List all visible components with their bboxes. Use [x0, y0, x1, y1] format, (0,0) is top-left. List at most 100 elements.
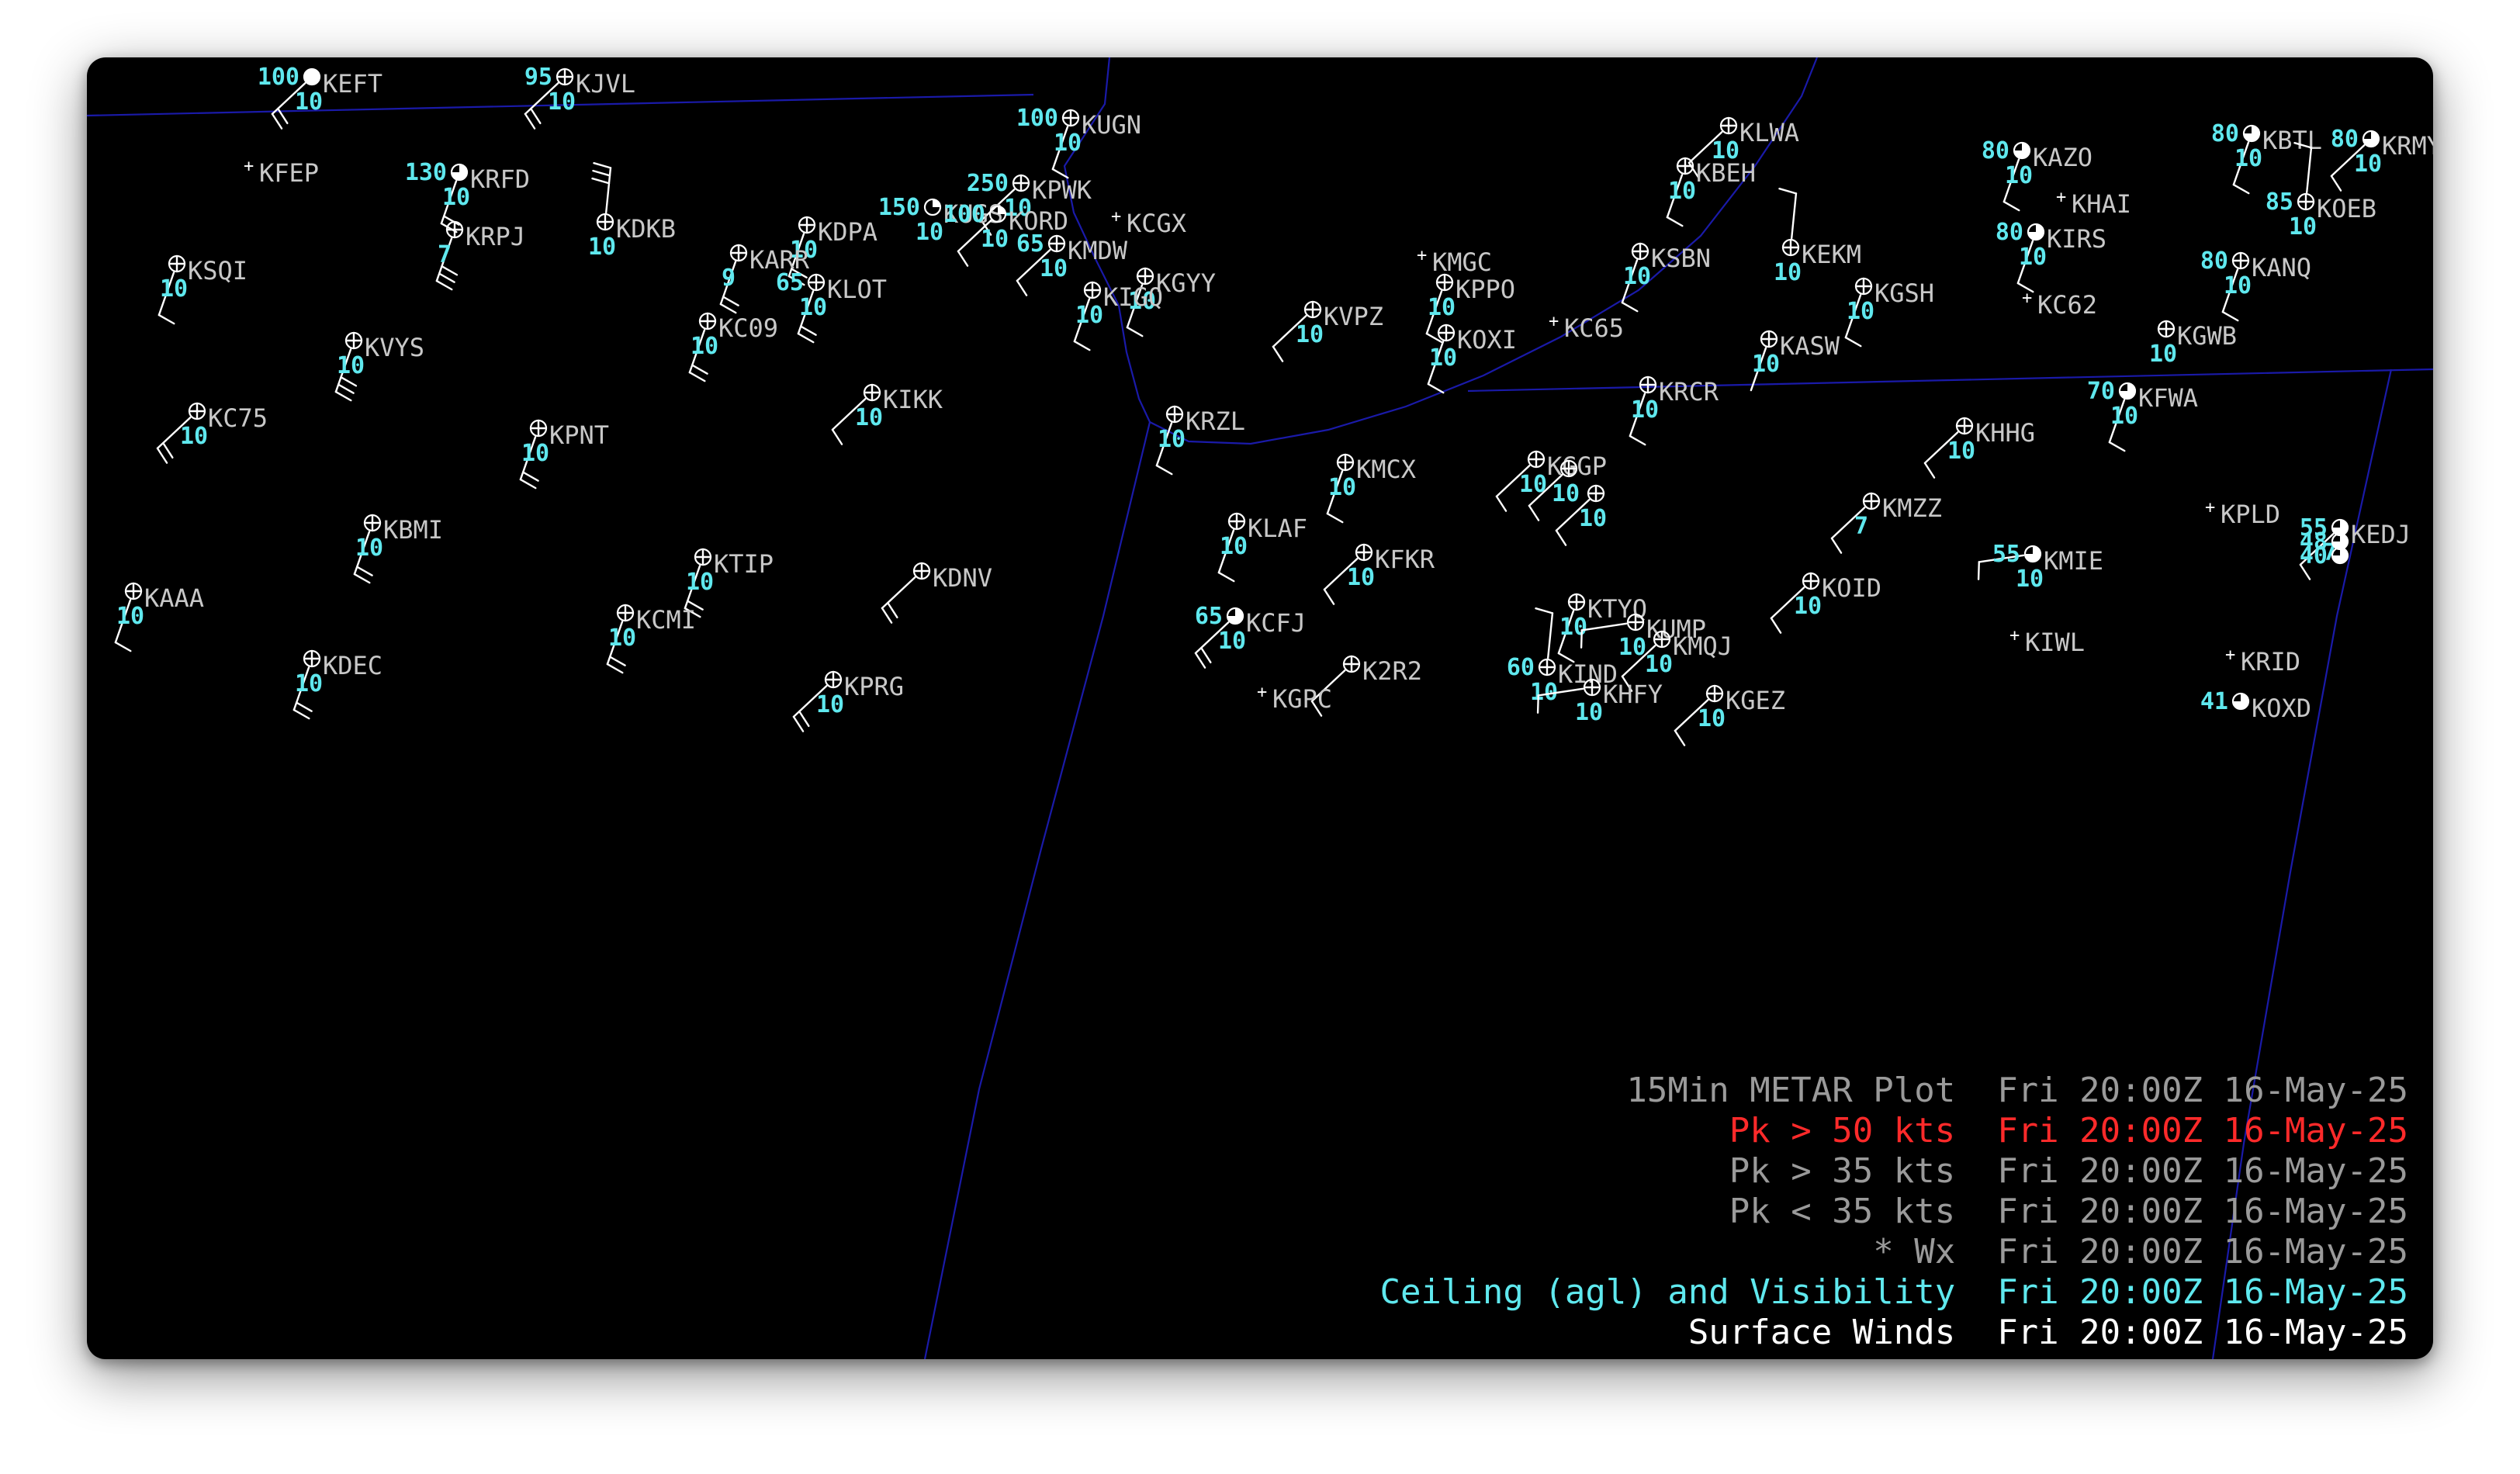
station-id: KCFJ: [1246, 608, 1306, 638]
station-plot[interactable]: +KHAI: [2056, 188, 2131, 219]
svg-text:+: +: [2056, 188, 2066, 207]
station-plot[interactable]: +KMGC: [1417, 246, 1492, 277]
station-plot[interactable]: 40: [2300, 542, 2349, 569]
sky-cover-icon: [1336, 453, 1355, 472]
station-plot[interactable]: +KIWL: [2009, 626, 2085, 657]
sky-cover-icon: +: [244, 157, 254, 176]
station-plot[interactable]: +KCGX: [1111, 207, 1186, 238]
visibility-value: 10: [2289, 213, 2317, 240]
sky-cover-icon: [596, 213, 614, 231]
station-id: KDPA: [818, 217, 878, 247]
station-plot[interactable]: +KGPC: [1257, 683, 1332, 714]
lake-michigan-south-shore: [1149, 57, 1819, 445]
station-plot[interactable]: KDNV: [881, 562, 992, 624]
station-plot[interactable]: KRMY8010: [2330, 126, 2433, 192]
wind-barb: [1051, 126, 1069, 179]
wind-barb: [1016, 249, 1051, 296]
sky-cover-icon: [694, 548, 712, 566]
wind-barb: [292, 666, 313, 720]
station-plot[interactable]: +KPLD: [2205, 498, 2280, 529]
station-plot[interactable]: +KFEP: [244, 157, 319, 188]
station-plot[interactable]: 10: [1528, 459, 1580, 521]
ceiling-value: 80: [2211, 120, 2239, 147]
sky-cover-icon: [1862, 492, 1881, 510]
wind-barb: [2232, 141, 2250, 195]
sky-cover-icon: [344, 331, 363, 350]
station-plot[interactable]: 10: [1555, 484, 1607, 546]
wind-barb: [524, 82, 559, 130]
sky-cover-icon: [2013, 141, 2031, 160]
station-plot[interactable]: +KRID: [2225, 645, 2300, 676]
station-id: KDKB: [616, 214, 676, 244]
station-id: KMIE: [2044, 546, 2103, 576]
station-plot[interactable]: +KC65: [1549, 312, 1624, 343]
station-plot[interactable]: K2R2: [1310, 655, 1422, 717]
legend-label: Pk > 35 kts: [1729, 1151, 1956, 1191]
station-plot[interactable]: +KC62: [2022, 289, 2097, 320]
visibility-value: 10: [1579, 505, 1607, 532]
